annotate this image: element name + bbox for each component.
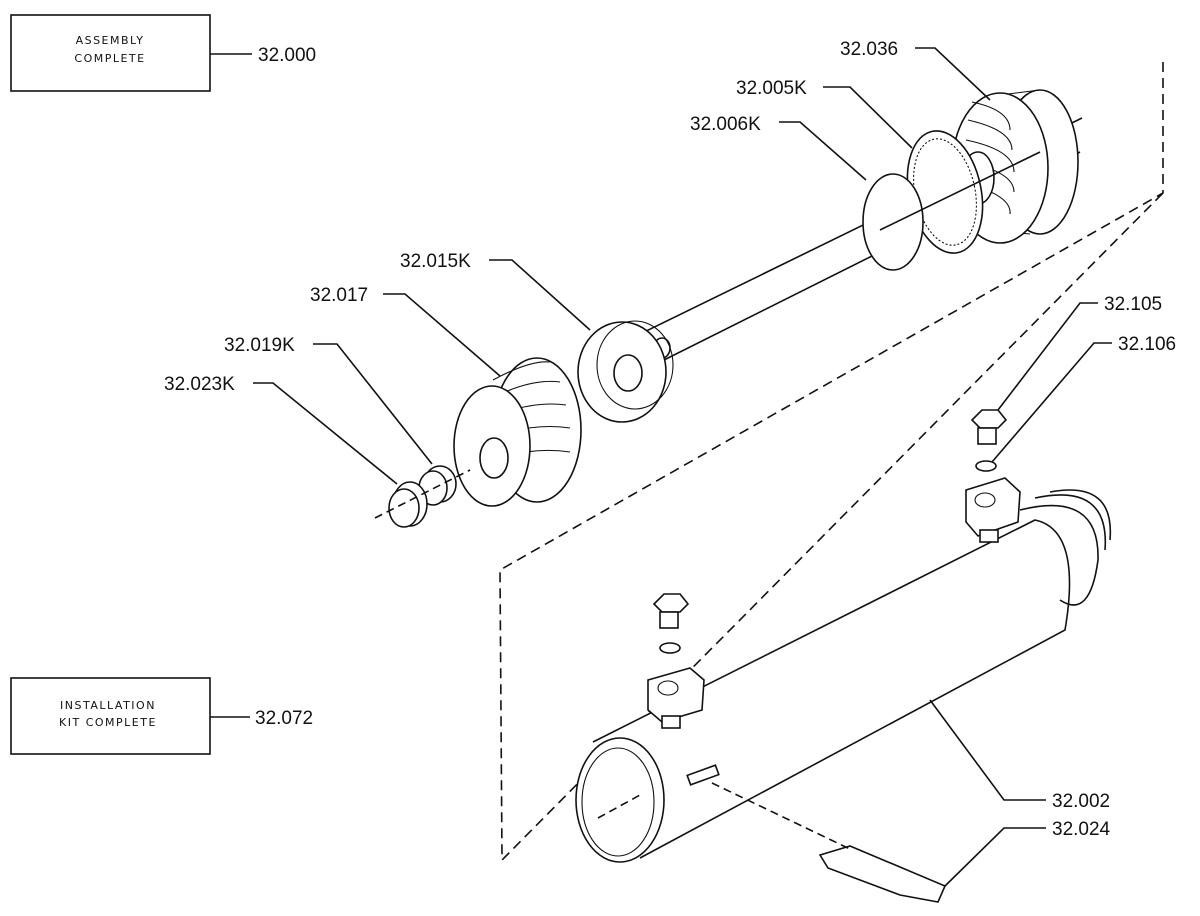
- assembly-box-line2: COMPLETE: [74, 52, 145, 65]
- leader-32-017: 32.017: [310, 285, 501, 377]
- callout-32-015k: 32.015K: [400, 251, 471, 272]
- assembly-complete-box: ASSEMBLY COMPLETE 32.000: [10, 14, 316, 92]
- seal-32-023k: [374, 469, 471, 528]
- callout-32-072: 32.072: [255, 708, 313, 729]
- leader-32-005k: 32.005K: [736, 78, 913, 149]
- callout-32-036: 32.036: [840, 39, 898, 60]
- callout-32-005k: 32.005K: [736, 78, 807, 99]
- callout-32-002: 32.002: [1052, 791, 1110, 812]
- callout-32-023k: 32.023K: [164, 374, 235, 395]
- leader-32-106: 32.106: [991, 334, 1176, 463]
- clip-32-024: [711, 782, 947, 903]
- callout-32-105: 32.105: [1104, 294, 1162, 315]
- cylinder-barrel-32-002: [575, 489, 1112, 863]
- callout-32-006k: 32.006K: [690, 114, 761, 135]
- leader-32-105: 32.105: [997, 294, 1162, 411]
- leader-32-036: 32.036: [840, 39, 991, 101]
- callout-32-106: 32.106: [1118, 334, 1176, 355]
- assembly-boundary-dashed: [499, 62, 1164, 862]
- callout-32-000: 32.000: [258, 45, 316, 66]
- leader-32-019k: 32.019K: [224, 335, 433, 465]
- washer-32-006k: [862, 151, 1041, 271]
- port-block-left: [647, 593, 705, 729]
- piston-32-017: [453, 357, 582, 507]
- installation-box-line1: INSTALLATION: [60, 699, 156, 712]
- leader-32-015k: 32.015K: [400, 251, 591, 331]
- callout-32-024: 32.024: [1052, 819, 1111, 840]
- plate-32-015k: [577, 320, 674, 423]
- installation-kit-box: INSTALLATION KIT COMPLETE 32.072: [10, 677, 313, 755]
- leader-32-006k: 32.006K: [690, 114, 867, 181]
- port-block-right: [965, 409, 1021, 543]
- leader-32-023k: 32.023K: [164, 374, 398, 485]
- assembly-box-line1: ASSEMBLY: [76, 34, 145, 47]
- leader-32-002: 32.002: [929, 699, 1110, 812]
- leader-32-024: 32.024: [944, 819, 1111, 887]
- installation-box-line2: KIT COMPLETE: [59, 716, 157, 729]
- callout-32-019k: 32.019K: [224, 335, 295, 356]
- callout-32-017: 32.017: [310, 285, 368, 306]
